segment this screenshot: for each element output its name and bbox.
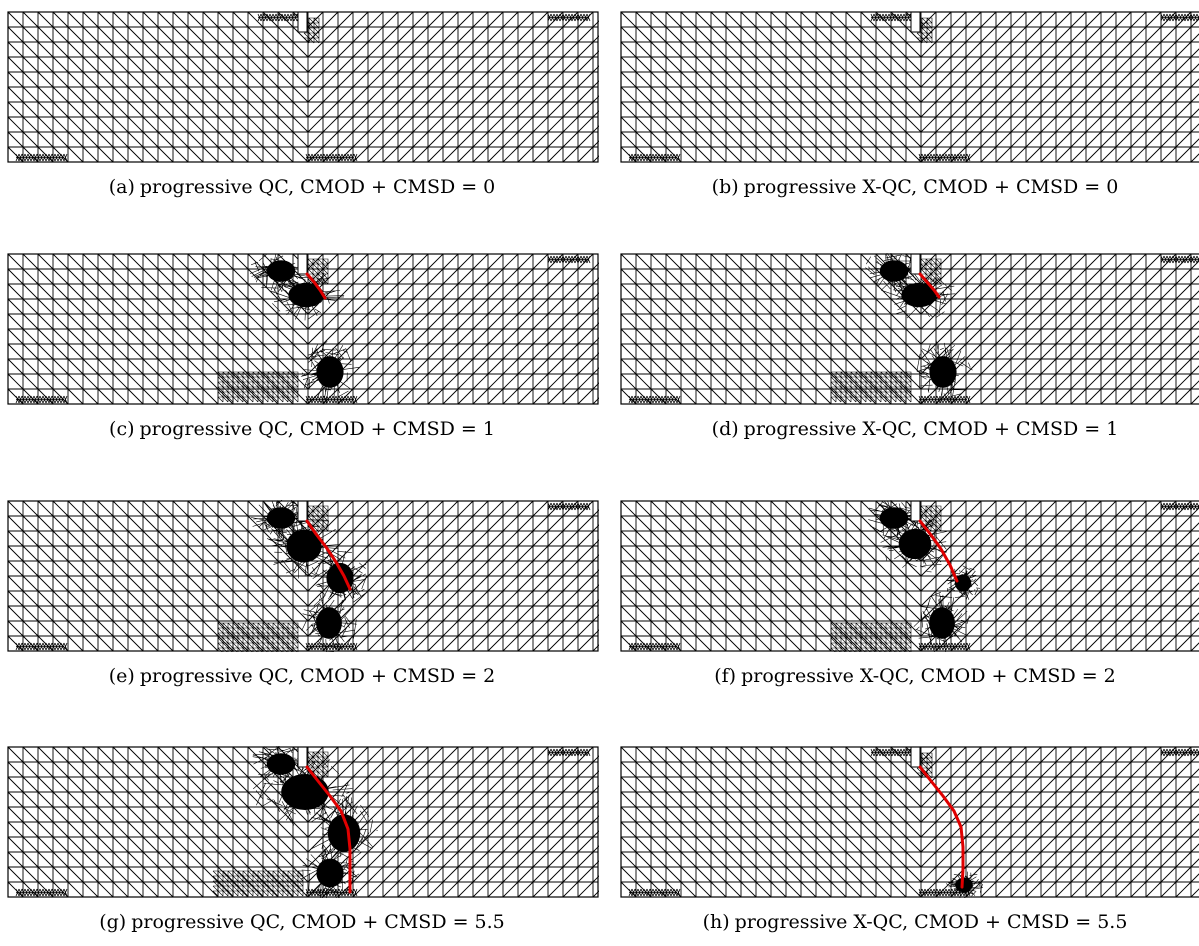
caption-text: progressive QC, CMOD + CMSD = 0 (139, 176, 496, 198)
panel-a: (a)progressive QC, CMOD + CMSD = 0 (7, 11, 599, 202)
caption-text: progressive X-QC, CMOD + CMSD = 1 (743, 418, 1119, 440)
notch (910, 253, 921, 275)
crack-path (305, 272, 327, 300)
mesh-grid (620, 11, 1199, 163)
caption-text: progressive X-QC, CMOD + CMSD = 2 (741, 665, 1116, 687)
mesh-grid (620, 746, 1199, 898)
panel-label: (e) (108, 665, 135, 687)
mesh-grid (620, 253, 1199, 405)
panel-caption: (h)progressive X-QC, CMOD + CMSD = 5.5 (620, 911, 1199, 933)
mesh-grid (7, 11, 599, 163)
panel-label: (b) (711, 176, 739, 198)
crack-path (305, 765, 352, 894)
mesh-plot (620, 500, 1199, 652)
panel-caption: (a)progressive QC, CMOD + CMSD = 0 (7, 176, 597, 198)
crack-path (305, 519, 352, 591)
panel-b: (b)progressive X-QC, CMOD + CMSD = 0 (620, 11, 1199, 202)
mesh-plot (620, 746, 1199, 898)
notch (910, 11, 921, 33)
refinement-zones (15, 746, 591, 898)
crack-path (918, 272, 941, 299)
refinement-zones (628, 500, 1199, 652)
panel-label: (c) (109, 418, 135, 440)
panel-label: (a) (108, 176, 135, 198)
mesh-plot (7, 253, 599, 405)
refinement-zones (15, 253, 591, 404)
caption-text: progressive QC, CMOD + CMSD = 5.5 (131, 911, 505, 933)
mesh-grid (7, 746, 599, 898)
panel-h: (h)progressive X-QC, CMOD + CMSD = 5.5 (620, 746, 1199, 937)
panel-f: (f)progressive X-QC, CMOD + CMSD = 2 (620, 500, 1199, 691)
panel-caption: (c)progressive QC, CMOD + CMSD = 1 (7, 418, 597, 440)
notch (297, 253, 308, 275)
mesh-plot (620, 253, 1199, 405)
panel-g: (g)progressive QC, CMOD + CMSD = 5.5 (7, 746, 599, 937)
notch (297, 11, 308, 33)
caption-text: progressive QC, CMOD + CMSD = 2 (139, 665, 496, 687)
panel-e: (e)progressive QC, CMOD + CMSD = 2 (7, 500, 599, 691)
mesh-plot (7, 746, 599, 898)
mesh-plot (7, 11, 599, 163)
refinement-zones (15, 13, 591, 162)
panel-label: (f) (714, 665, 737, 687)
caption-text: progressive X-QC, CMOD + CMSD = 0 (743, 176, 1119, 198)
panel-caption: (b)progressive X-QC, CMOD + CMSD = 0 (620, 176, 1199, 198)
refinement-zones (628, 253, 1199, 404)
panel-d: (d)progressive X-QC, CMOD + CMSD = 1 (620, 253, 1199, 444)
caption-text: progressive X-QC, CMOD + CMSD = 5.5 (734, 911, 1128, 933)
panel-label: (h) (702, 911, 730, 933)
refinement-zones (628, 748, 1199, 898)
notch (910, 746, 921, 768)
panel-label: (g) (99, 911, 127, 933)
notch (297, 500, 308, 522)
panel-caption: (g)progressive QC, CMOD + CMSD = 5.5 (7, 911, 597, 933)
mesh-grid (7, 253, 599, 405)
caption-text: progressive QC, CMOD + CMSD = 1 (139, 418, 495, 440)
crack-path (918, 519, 959, 583)
panel-caption: (e)progressive QC, CMOD + CMSD = 2 (7, 665, 597, 687)
panel-label: (d) (711, 418, 739, 440)
refinement-zones (628, 13, 1199, 162)
notch (297, 746, 308, 768)
panel-caption: (f)progressive X-QC, CMOD + CMSD = 2 (620, 665, 1199, 687)
notch (910, 500, 921, 522)
crack-path (918, 765, 965, 889)
panel-c: (c)progressive QC, CMOD + CMSD = 1 (7, 253, 599, 444)
mesh-plot (7, 500, 599, 652)
mesh-plot (620, 11, 1199, 163)
panel-caption: (d)progressive X-QC, CMOD + CMSD = 1 (620, 418, 1199, 440)
